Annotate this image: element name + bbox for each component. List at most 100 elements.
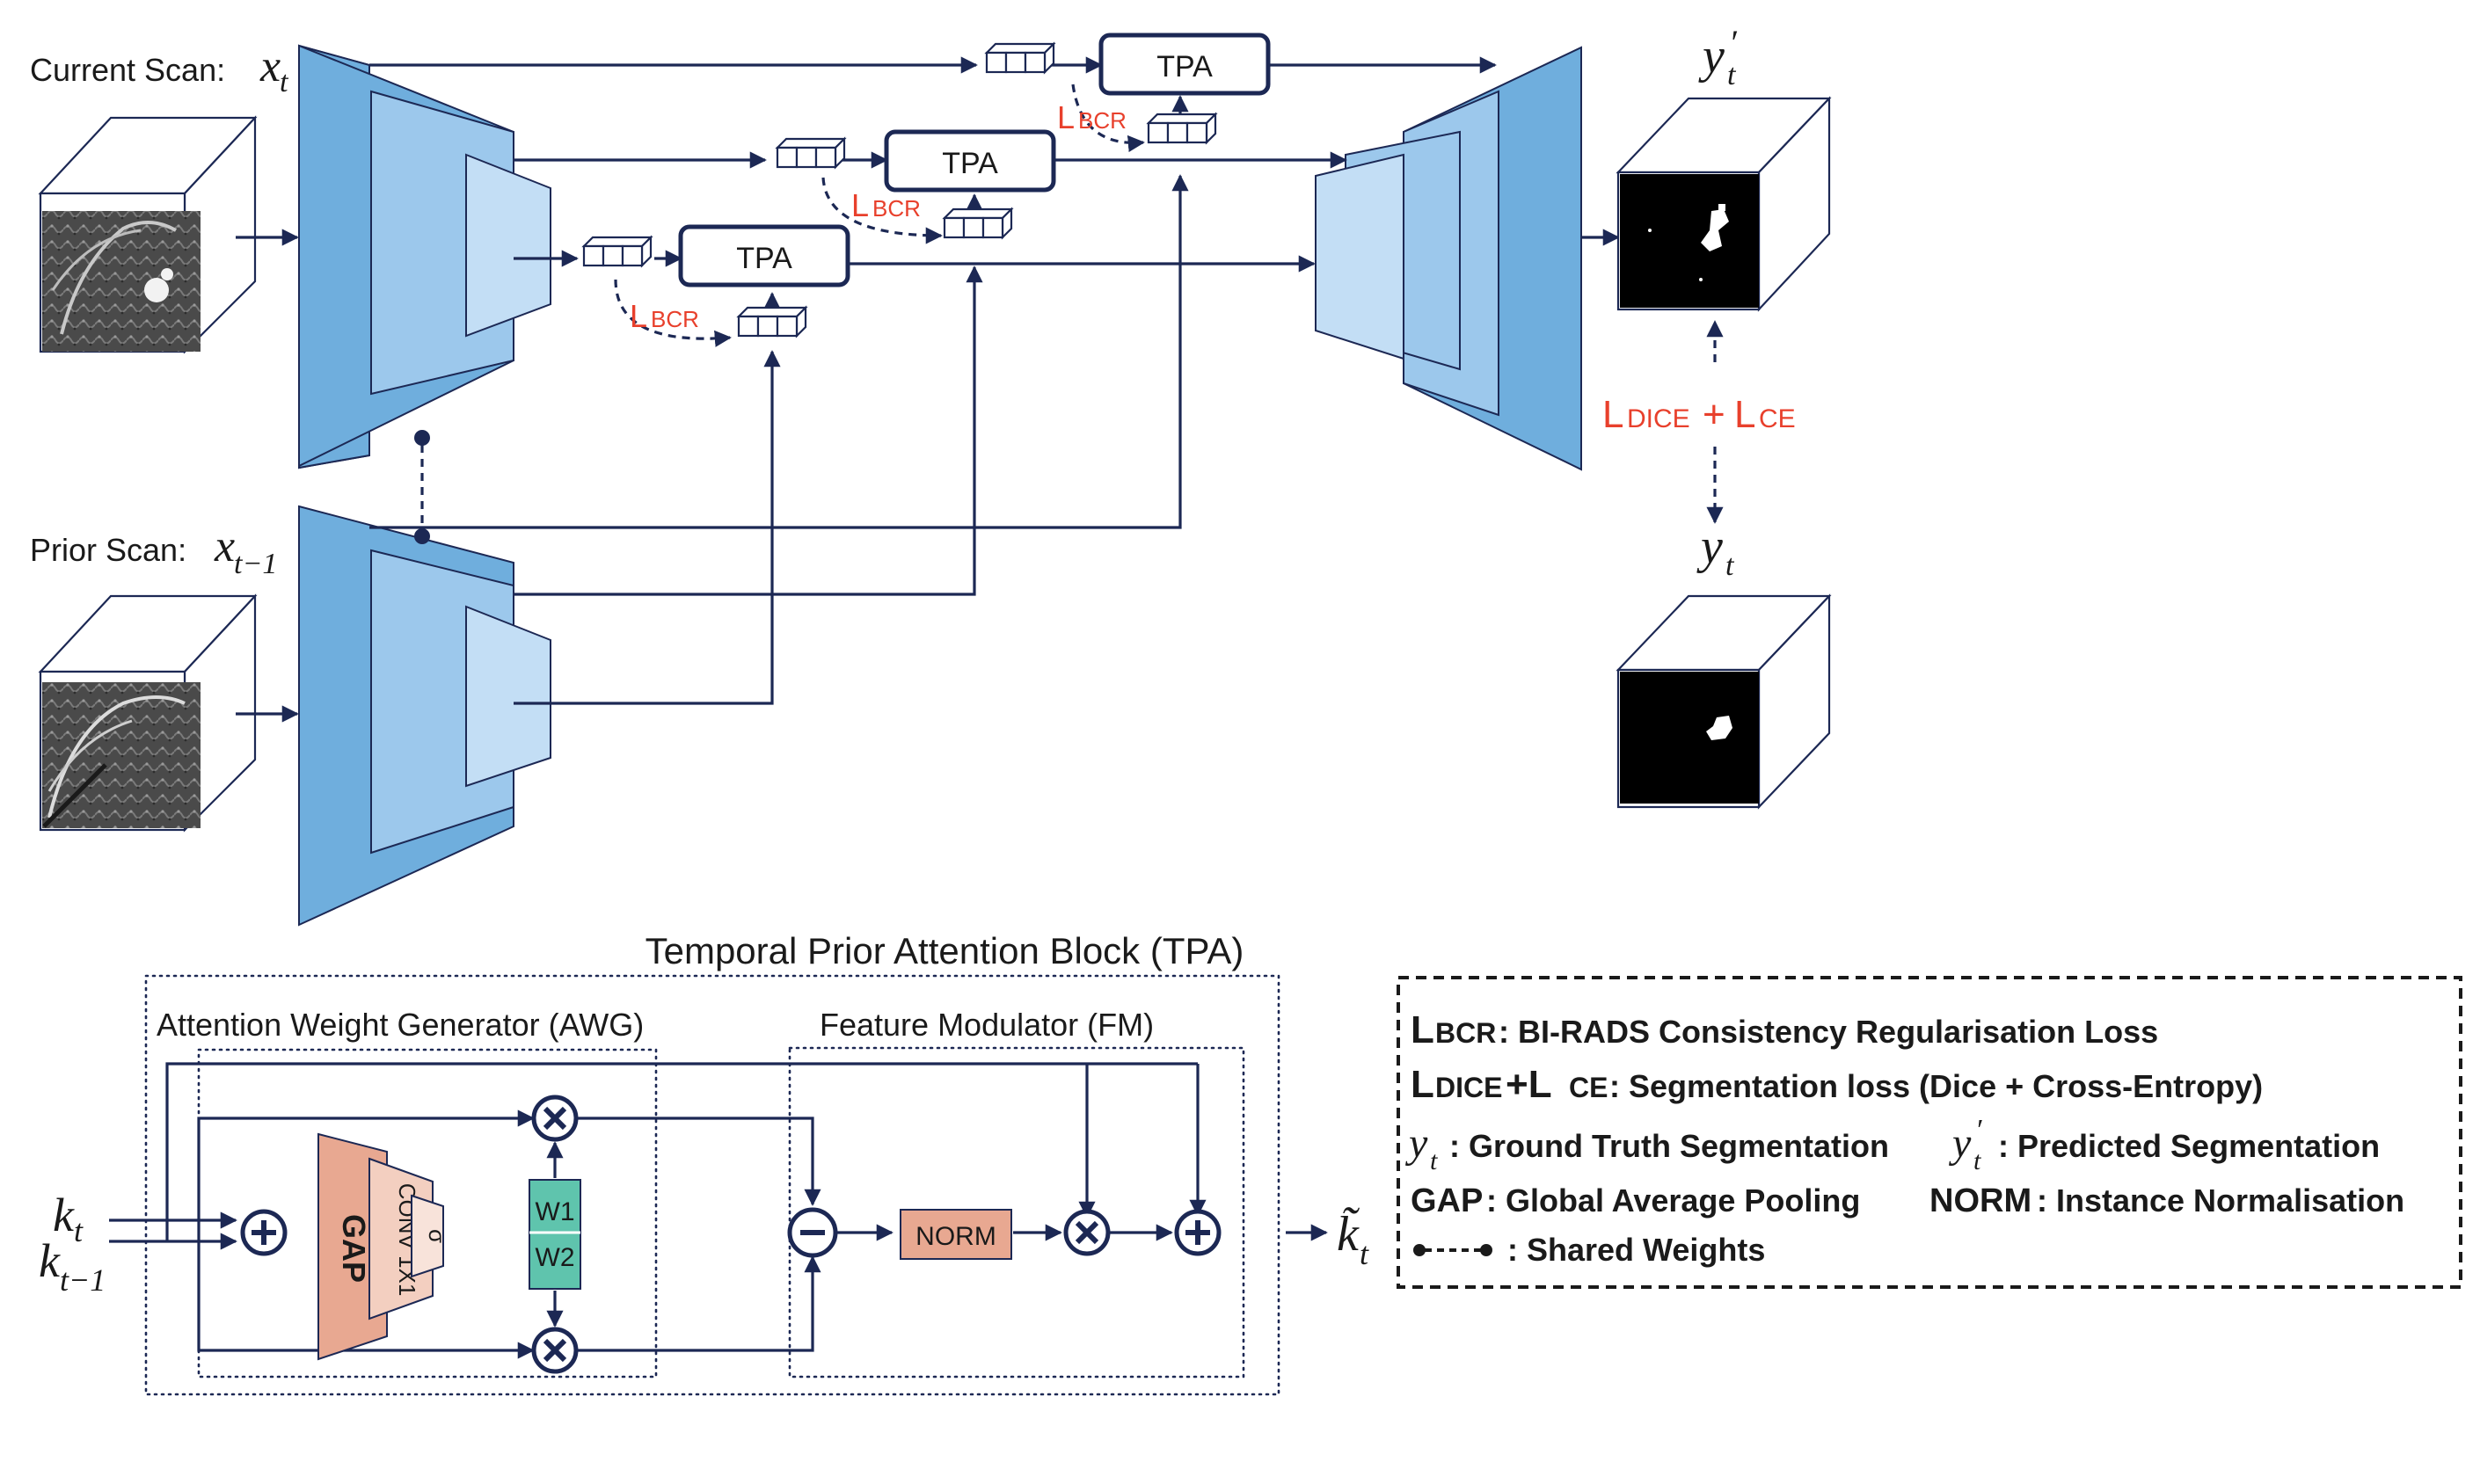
w2-label: W2 bbox=[536, 1243, 575, 1272]
add-operator-input bbox=[240, 1209, 288, 1256]
ground-truth-label: y t bbox=[1696, 520, 1735, 582]
legend-gt-pred: y t : Ground Truth Segmentation y ′ t : … bbox=[1404, 1114, 2380, 1175]
current-scan-subscript: t bbox=[280, 66, 289, 98]
add-operator-output bbox=[1174, 1209, 1222, 1256]
svg-text:CE: CE bbox=[1569, 1072, 1608, 1103]
segmentation-loss-label: L DICE + L CE bbox=[1602, 393, 1796, 436]
svg-text:+L: +L bbox=[1506, 1063, 1552, 1106]
prior-scan-label: Prior Scan: x t−1 bbox=[30, 521, 277, 580]
bcr-loss-label-level3: L BCR bbox=[630, 298, 699, 334]
bcr-loss-label-level2: L BCR bbox=[851, 187, 921, 223]
feature-vector-current-level1 bbox=[984, 41, 1056, 75]
svg-text:: BI-RADS Consistency Regulari: : BI-RADS Consistency Regularisation Los… bbox=[1499, 1014, 2158, 1050]
bcr-arc-level3 bbox=[614, 279, 732, 347]
svg-text:GAP: GAP bbox=[1411, 1182, 1483, 1219]
svg-text:L: L bbox=[1602, 393, 1623, 436]
sigmoid-layer: σ bbox=[411, 1194, 450, 1278]
svg-text:: Instance Normalisation: : Instance Normalisation bbox=[2037, 1182, 2404, 1218]
svg-text:y: y bbox=[1404, 1120, 1428, 1167]
tpa-label-level3: TPA bbox=[736, 242, 792, 275]
shared-weights-link bbox=[414, 430, 430, 544]
norm-label: NORM bbox=[915, 1222, 996, 1251]
prior-feature-path-level3 bbox=[514, 350, 781, 705]
prior-scan-volume bbox=[38, 593, 258, 833]
prior-scan-symbol: x bbox=[214, 521, 235, 571]
feature-vector-current-level2 bbox=[775, 136, 847, 170]
current-scan-symbol: x bbox=[259, 41, 281, 91]
current-encoder bbox=[298, 44, 551, 469]
svg-text:L: L bbox=[1411, 1063, 1434, 1106]
predicted-segmentation-label: y ′ t bbox=[1698, 23, 1738, 91]
awg-title: Attention Weight Generator (AWG) bbox=[157, 1007, 644, 1043]
svg-text:: Segmentation loss (Dice + Cr: : Segmentation loss (Dice + Cross-Entrop… bbox=[1609, 1068, 2263, 1104]
svg-text:t: t bbox=[1430, 1146, 1438, 1175]
svg-text:L: L bbox=[1734, 393, 1755, 436]
svg-text:L: L bbox=[630, 298, 647, 334]
tpa-label-level1: TPA bbox=[1156, 50, 1213, 84]
tpa-block-level2: TPA bbox=[884, 129, 1056, 193]
fm-title: Feature Modulator (FM) bbox=[820, 1007, 1154, 1043]
svg-text:: Global Average Pooling: : Global Average Pooling bbox=[1486, 1182, 1860, 1218]
svg-text:t: t bbox=[1727, 59, 1737, 91]
tpa-output-k-tilde: k̃ t bbox=[1337, 1206, 1369, 1271]
legend-shared-weights: : Shared Weights bbox=[1413, 1232, 1765, 1268]
norm-block: NORM bbox=[900, 1209, 1012, 1260]
predicted-segmentation-volume bbox=[1616, 96, 1832, 312]
gap-label: GAP bbox=[336, 1214, 372, 1283]
tpa-input-kt: k t bbox=[53, 1189, 84, 1248]
current-scan-label: Current Scan: x t bbox=[30, 41, 289, 98]
svg-text:BCR: BCR bbox=[872, 195, 921, 222]
ground-truth-volume bbox=[1616, 593, 1832, 810]
legend-bcr: L BCR : BI-RADS Consistency Regularisati… bbox=[1411, 1008, 2158, 1051]
prior-feature-path-level1 bbox=[369, 174, 1189, 529]
lesion-bright-spot bbox=[144, 278, 169, 302]
feature-vector-prior-level3 bbox=[736, 305, 808, 338]
tpa-block-level3: TPA bbox=[678, 224, 850, 287]
bcr-arc-level1 bbox=[1071, 84, 1145, 153]
legend-gap-norm: GAP : Global Average Pooling NORM : Inst… bbox=[1411, 1182, 2404, 1219]
svg-text:t−1: t−1 bbox=[60, 1262, 106, 1298]
multiply-operator-fm bbox=[1063, 1209, 1111, 1256]
prior-scan-subscript: t−1 bbox=[234, 548, 277, 580]
svg-text:L: L bbox=[1411, 1008, 1434, 1051]
svg-text:y: y bbox=[1696, 520, 1723, 574]
svg-text:y: y bbox=[1948, 1120, 1972, 1167]
decoder bbox=[1315, 46, 1582, 471]
prior-scan-text: Prior Scan: bbox=[30, 532, 186, 568]
tpa-detail-frame bbox=[144, 974, 1280, 1396]
svg-text:DICE: DICE bbox=[1435, 1072, 1502, 1103]
svg-text:L: L bbox=[851, 187, 869, 223]
svg-text:k: k bbox=[53, 1189, 75, 1241]
svg-text:y: y bbox=[1698, 29, 1725, 84]
svg-text:+: + bbox=[1703, 393, 1725, 436]
feature-vectors bbox=[581, 41, 1218, 338]
tpa-input-kt-minus-1: k t−1 bbox=[39, 1234, 106, 1298]
feature-vector-prior-level1 bbox=[1146, 112, 1218, 145]
svg-text:: Shared Weights: : Shared Weights bbox=[1507, 1232, 1765, 1268]
tpa-label-level2: TPA bbox=[942, 147, 998, 180]
multiply-operator-w1 bbox=[531, 1095, 579, 1142]
w1-label: W1 bbox=[536, 1197, 575, 1226]
feature-vector-prior-level2 bbox=[942, 207, 1014, 240]
svg-text:NORM: NORM bbox=[1929, 1182, 2031, 1219]
tpa-block-level1: TPA bbox=[1098, 33, 1271, 96]
sigmoid-label: σ bbox=[424, 1229, 450, 1243]
subtract-operator bbox=[787, 1207, 838, 1258]
prior-encoder bbox=[298, 505, 551, 927]
legend-frame bbox=[1397, 976, 2462, 1289]
current-scan-volume bbox=[38, 115, 258, 354]
svg-text:BCR: BCR bbox=[1078, 107, 1127, 134]
fm-frame bbox=[788, 1046, 1245, 1379]
svg-text:: Predicted Segmentation: : Predicted Segmentation bbox=[1998, 1128, 2380, 1164]
svg-text:BCR: BCR bbox=[651, 306, 699, 332]
prior-feature-path-level2 bbox=[514, 266, 983, 596]
svg-text:t: t bbox=[74, 1213, 84, 1248]
svg-text:BCR: BCR bbox=[1435, 1017, 1496, 1049]
svg-text:t: t bbox=[1725, 549, 1735, 582]
svg-text:t: t bbox=[1973, 1146, 1981, 1175]
svg-text:CE: CE bbox=[1759, 404, 1796, 433]
multiply-operator-w2 bbox=[531, 1327, 579, 1374]
current-scan-text: Current Scan: bbox=[30, 52, 225, 88]
legend-dice-ce: L DICE +L CE : Segmentation loss (Dice +… bbox=[1411, 1063, 2263, 1106]
